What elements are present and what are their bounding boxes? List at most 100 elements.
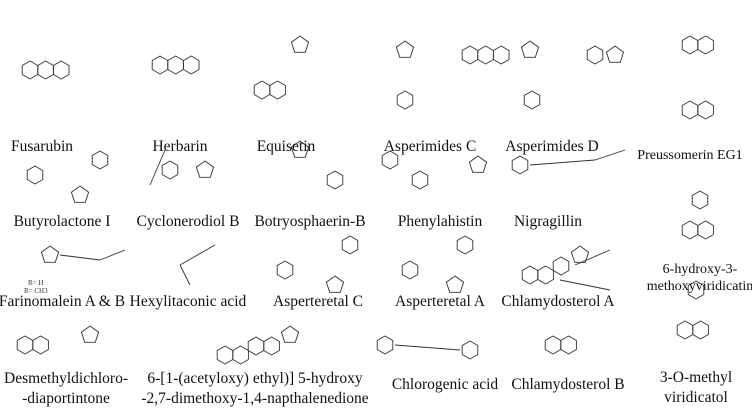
cyclonerodiol-b-ring: [161, 160, 179, 180]
label-asperimides-c: Asperimides C: [383, 138, 477, 155]
asperimides-d-ring: [523, 90, 541, 110]
farinomalein-chain: [99, 249, 126, 261]
phenylahistin-ring: [381, 150, 399, 170]
nigragillin-ring: [511, 155, 529, 175]
herbarin-ring: [151, 55, 169, 75]
equisetin-ring: [290, 35, 310, 53]
preussomerin-eg1-ring: [681, 35, 699, 55]
6-hydroxy-3-methoxyviridicatin-ring: [681, 220, 699, 240]
asperimides-c-ring: [395, 40, 415, 58]
chlorogenic-acid-ring: [461, 340, 479, 360]
fusarubin-ring: [52, 60, 70, 80]
napthalenedione-ring: [216, 345, 234, 365]
label-farinomalein: Farinomalein A & B: [0, 293, 126, 310]
chlamydosterol-a-ring: [521, 265, 539, 285]
preussomerin-eg1-ring: [681, 100, 699, 120]
chlamydosterol-a-ring: [552, 256, 570, 276]
6-hydroxy-3-methoxyviridicatin-ring: [691, 190, 709, 210]
fusarubin-ring: [37, 60, 54, 80]
preussomerin-eg1-ring: [697, 35, 714, 55]
3-o-methyl-viridicatol-ring: [692, 320, 709, 340]
label-desmethyldichloro-line2: -diaportintone: [22, 390, 110, 407]
hexylitaconic-acid-chain: [179, 264, 191, 286]
chlorogenic-acid-chain: [394, 344, 461, 351]
butyrolactone-i-ring: [26, 165, 44, 185]
desmethyldichloro-diaportinone-ring: [32, 335, 49, 355]
butyrolactone-i-ring: [91, 150, 109, 170]
label-equisetin: Equisetin: [256, 138, 316, 155]
label-fusarubin: Fusarubin: [11, 138, 73, 155]
preussomerin-eg1-ring: [697, 100, 714, 120]
label-preussomerin-eg1: Preussomerin EG1: [637, 148, 743, 163]
asperimides-d-ring: [605, 45, 625, 63]
desmethyldichloro-diaportinone-ring: [16, 335, 34, 355]
label-3-o-methyl-viridicatol-line1: 3-O-methyl: [659, 369, 733, 386]
label-6-hydroxy-3-methoxyviridicatin-line2: methoxyviridicatin: [646, 279, 752, 294]
napthalenedione-ring: [247, 336, 265, 356]
label-napthalenedione-line1: 6-[1-(acetyloxy) ethyl)] 5-hydroxy: [147, 370, 363, 387]
asperimides-c-ring: [477, 45, 494, 65]
farinomalein-ring: [40, 245, 60, 263]
asperteretal-a-ring: [456, 235, 474, 255]
label-chlorogenic-acid: Chlorogenic acid: [391, 376, 499, 393]
cyclonerodiol-b-ring: [195, 160, 215, 178]
asperimides-c-ring: [492, 45, 510, 65]
asperimides-d-ring: [520, 40, 540, 58]
chlamydosterol-b-ring: [560, 335, 577, 355]
label-phenylahistin: Phenylahistin: [397, 213, 483, 230]
asperimides-d-ring: [586, 45, 604, 65]
hexylitaconic-acid-chain: [179, 244, 216, 266]
label-napthalenedione-line2: -2,7-dimethoxy-1,4-napthalenedione: [141, 390, 369, 407]
herbarin-ring: [182, 55, 200, 75]
label-3-o-methyl-viridicatol-line2: viridicatol: [664, 389, 728, 406]
label-chlamydosterol-b: Chlamydosterol B: [511, 376, 625, 393]
label-cyclonerodiol-b: Cyclonerodiol B: [136, 213, 240, 230]
chlamydosterol-a-chain: [559, 279, 611, 291]
label-nigragillin: Nigragillin: [513, 213, 583, 230]
napthalenedione-ring: [263, 336, 280, 356]
asperteretal-a-ring: [401, 260, 419, 280]
equisetin-ring: [269, 80, 286, 100]
asperteretal-c-ring: [276, 260, 294, 280]
label-botryosphaerin-b: Botryosphaerin-B: [254, 213, 366, 230]
label-butyrolactone-i: Butyrolactone I: [13, 213, 111, 230]
fusarubin-ring: [21, 60, 39, 80]
chlamydosterol-b-ring: [544, 335, 562, 355]
r-group-ch3: R= CH3: [24, 287, 48, 295]
farinomalein-chain: [59, 254, 101, 261]
phenylahistin-ring: [468, 155, 488, 173]
label-asperimides-d: Asperimides D: [505, 138, 599, 155]
asperteretal-a-ring: [445, 275, 465, 293]
label-asperteretal-c: Asperteretal C: [273, 293, 363, 310]
label-hexylitaconic-acid: Hexylitaconic acid: [129, 293, 247, 310]
desmethyldichloro-diaportinone-ring: [80, 325, 100, 343]
butyrolactone-i-ring: [70, 185, 90, 203]
3-o-methyl-viridicatol-ring: [676, 320, 694, 340]
asperimides-c-ring: [396, 90, 414, 110]
equisetin-ring: [253, 80, 271, 100]
napthalenedione-ring: [280, 325, 300, 343]
6-hydroxy-3-methoxyviridicatin-ring: [697, 220, 714, 240]
phenylahistin-ring: [411, 170, 429, 190]
nigragillin-chain: [529, 159, 596, 166]
botryosphaerin-b-ring: [326, 170, 344, 190]
label-6-hydroxy-3-methoxyviridicatin-line1: 6-hydroxy-3-: [662, 262, 738, 277]
3-o-methyl-viridicatol-ring: [687, 280, 705, 300]
nigragillin-chain: [594, 149, 626, 161]
chlamydosterol-a-ring: [570, 245, 590, 263]
cyclonerodiol-b-chain: [149, 149, 166, 186]
r-group-h: R= H: [28, 279, 44, 287]
label-asperteretal-a: Asperteretal A: [395, 293, 485, 310]
label-herbarin: Herbarin: [152, 138, 208, 155]
chlorogenic-acid-ring: [376, 335, 394, 355]
chlamydosterol-a-chain: [574, 249, 611, 266]
label-chlamydosterol-a: Chlamydosterol A: [501, 293, 615, 310]
asperteretal-c-ring: [325, 275, 345, 293]
chlamydosterol-a-ring: [537, 265, 554, 285]
asperteretal-c-ring: [341, 235, 359, 255]
asperimides-c-ring: [461, 45, 479, 65]
label-desmethyldichloro-line1: Desmethyldichloro-: [4, 370, 128, 387]
herbarin-ring: [167, 55, 184, 75]
botryosphaerin-b-ring: [290, 140, 310, 158]
